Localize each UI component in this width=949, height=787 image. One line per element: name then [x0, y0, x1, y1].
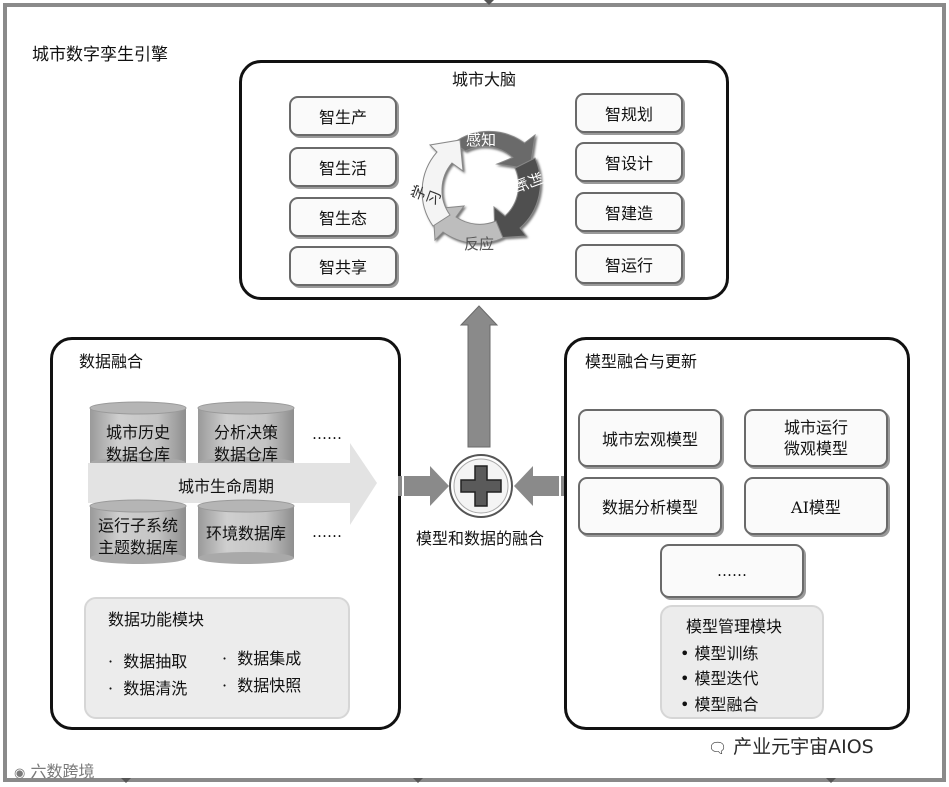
brain-item-design: 智设计 [575, 142, 683, 182]
model-management-module [660, 605, 824, 719]
cylinder-decision-label: 分析决策数据仓库 [213, 423, 278, 464]
cylinders-ellipsis-bottom: …… [312, 523, 342, 541]
cylinder-history-label: 城市历史数据仓库 [105, 423, 170, 464]
cylinder-subsystem-db [89, 499, 187, 564]
city-brain-title: 城市大脑 [451, 70, 516, 89]
model-box-analysis: 数据分析模型 [578, 477, 722, 535]
brain-item-construction: 智建造 [575, 192, 683, 232]
model-box-micro: 城市运行 微观模型 [744, 409, 888, 467]
fusion-label: 模型和数据的融合 [415, 529, 544, 548]
bottom-notch-icon [121, 778, 131, 783]
cycle-label-perceive: 感知 [466, 131, 497, 149]
model-bullet-iteration: • 模型迭代 [680, 669, 759, 688]
model-box-more: …… [660, 544, 804, 598]
brain-item-sharing: 智共享 [289, 246, 397, 286]
brain-item-operation: 智运行 [575, 244, 683, 284]
bottom-notch-icon [413, 778, 423, 783]
model-bullet-fusion: • 模型融合 [680, 695, 759, 714]
brain-item-living: 智生活 [289, 147, 397, 187]
data-function-module [84, 597, 350, 719]
data-bullet-extract: · 数据抽取 [108, 652, 188, 671]
frame-title: 城市数字孪生引擎 [32, 45, 168, 65]
cycle-arrow-learn [421, 139, 464, 227]
cylinder-environment-label: 环境数据库 [205, 524, 286, 543]
weibo-icon: ◉ [14, 766, 26, 781]
cycle-arrow-judge [493, 157, 541, 239]
bottom-notch-icon [826, 778, 836, 783]
data-bullet-clean: · 数据清洗 [108, 679, 188, 698]
model-box-macro: 城市宏观模型 [578, 409, 722, 467]
brain-item-production: 智生产 [289, 96, 397, 136]
watermark-right: 🗨 产业元宇宙AIOS [708, 736, 874, 758]
brain-item-planning: 智规划 [575, 93, 683, 133]
model-bullet-training: • 模型训练 [680, 644, 759, 663]
cylinder-environment-db [197, 499, 295, 564]
brain-item-ecology: 智生态 [289, 197, 397, 237]
data-bullet-integrate: · 数据集成 [222, 649, 302, 668]
model-fusion-title: 模型融合与更新 [585, 352, 698, 371]
left-arrow-icon [398, 466, 449, 506]
wechat-icon: 🗨 [708, 739, 728, 757]
data-fusion-title: 数据融合 [79, 352, 144, 371]
top-notch-icon [484, 0, 494, 5]
cycle-label-react: 反应 [464, 235, 495, 253]
watermark-left: ◉ 六数跨境 [14, 762, 95, 781]
lifecycle-arrow [88, 443, 377, 525]
plus-circle-icon [449, 454, 513, 518]
up-arrow-icon [459, 305, 499, 448]
data-module-title: 数据功能模块 [108, 610, 205, 629]
cylinder-subsystem-label: 运行子系统主题数据库 [97, 516, 178, 557]
model-module-title: 模型管理模块 [686, 617, 783, 636]
data-bullet-snapshot: · 数据快照 [222, 676, 302, 695]
cycle-arrow-perceive [452, 130, 536, 170]
right-arrow-icon [514, 466, 565, 506]
lifecycle-arrow-label: 城市生命周期 [178, 477, 275, 496]
cylinders-ellipsis-top: …… [312, 425, 342, 443]
model-box-ai: AI模型 [744, 477, 888, 535]
